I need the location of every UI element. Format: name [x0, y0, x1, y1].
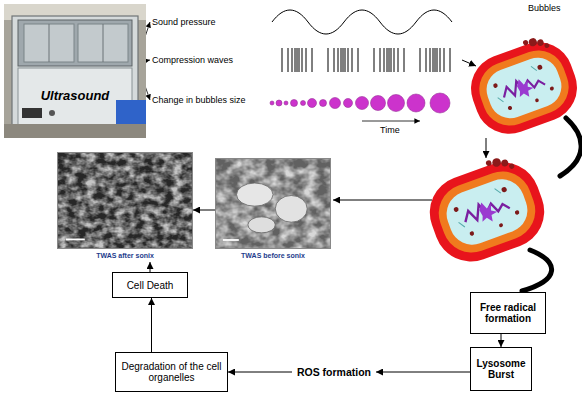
tem-frame — [215, 158, 331, 249]
flow-arrow — [150, 262, 151, 272]
node-text: Lysosome Burst — [473, 358, 529, 380]
node-text: Cell Death — [127, 280, 174, 291]
photo-label: Ultrasound — [4, 88, 146, 103]
annotation-label: Change in bubbles size — [152, 95, 246, 105]
flow-arrow — [151, 298, 152, 352]
process-box: Free radical formation — [470, 292, 546, 334]
tem-image-node: TWAS before sonix — [215, 158, 331, 262]
flow-arrow — [501, 334, 502, 347]
node-text: Free radical formation — [473, 302, 543, 324]
ultrasound-photo — [4, 4, 146, 138]
node-text: ROS formation — [297, 366, 371, 378]
tem-frame — [57, 152, 193, 249]
annotation-label: Sound pressure — [152, 17, 216, 27]
flow-arrow — [376, 372, 470, 373]
tem-image — [58, 153, 192, 248]
process-box: Degradation of the cell organelles — [115, 352, 228, 392]
flow-arrow — [228, 372, 292, 373]
annotation-label: Compression waves — [152, 55, 233, 65]
process-box: Cell Death — [112, 272, 188, 298]
callout-label: Bubbles — [528, 3, 561, 13]
process-text: ROS formation — [292, 363, 376, 381]
equipment-photo: Ultrasound — [4, 4, 146, 138]
image-caption: TWAS before sonix — [215, 250, 331, 262]
annotation-label: Time — [380, 125, 400, 135]
image-caption: TWAS after sonix — [57, 250, 193, 262]
tem-image — [216, 159, 330, 248]
process-box: Lysosome Burst — [470, 347, 532, 391]
flow-arrow — [193, 210, 215, 211]
tem-image-node: TWAS after sonix — [57, 152, 193, 262]
node-text: Degradation of the cell organelles — [118, 361, 225, 383]
